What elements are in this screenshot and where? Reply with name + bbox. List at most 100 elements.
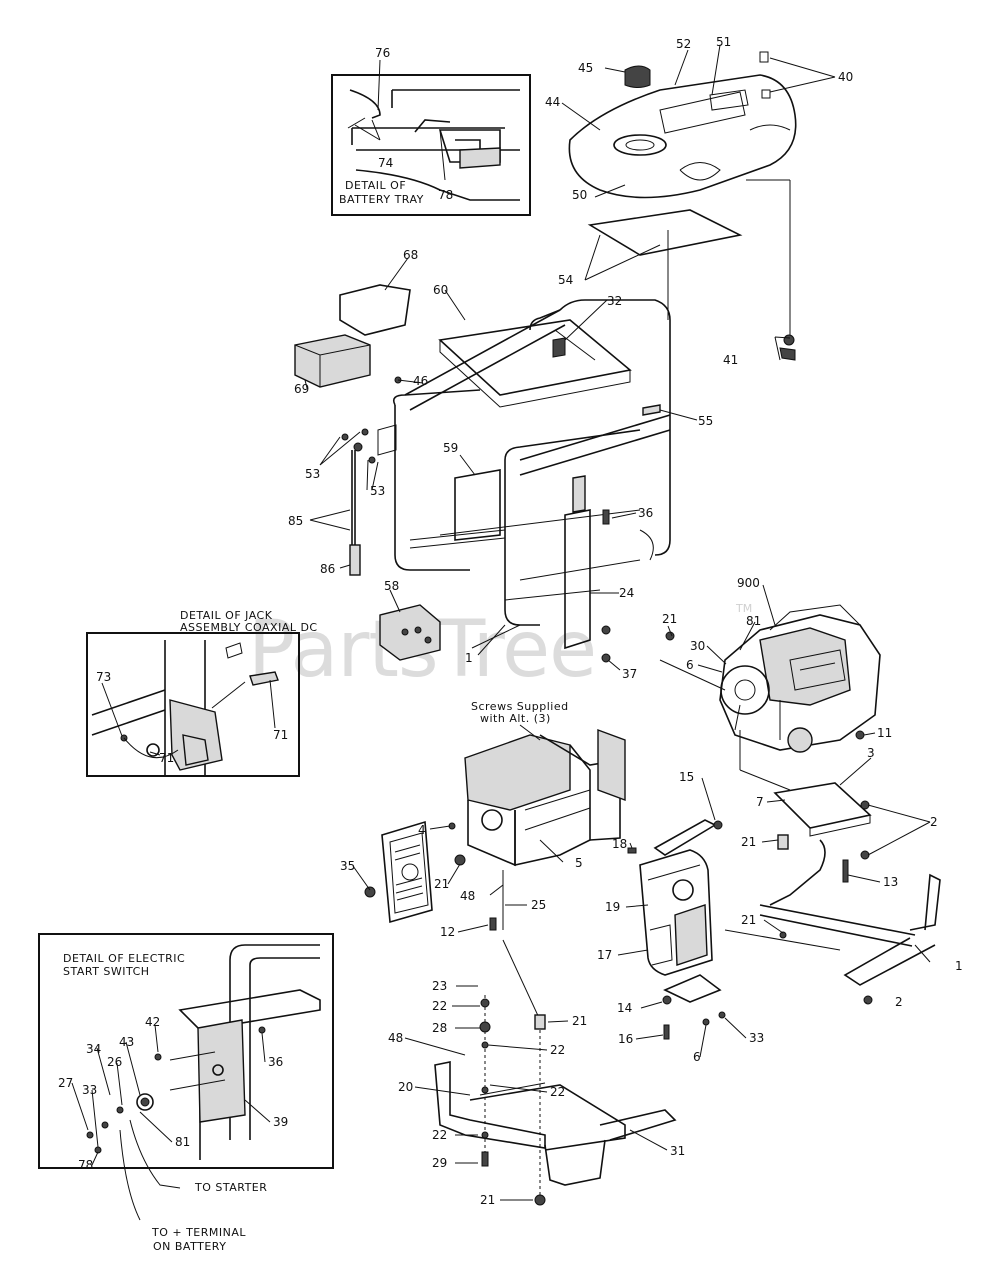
callout-81: 81 xyxy=(175,1135,190,1149)
callout-85: 85 xyxy=(288,514,303,528)
callout-48: 48 xyxy=(460,889,475,903)
callout-44: 44 xyxy=(545,95,560,109)
callout-25: 25 xyxy=(531,898,546,912)
callout-52: 52 xyxy=(676,37,691,51)
tank-pad xyxy=(587,209,743,256)
callout-71: 71 xyxy=(159,751,174,765)
callout-14: 14 xyxy=(617,1001,632,1015)
frame xyxy=(349,299,671,661)
start-switch-caption-1: DETAIL OF ELECTRIC xyxy=(63,952,185,965)
hardware xyxy=(341,334,873,1206)
callout-37: 37 xyxy=(622,667,637,681)
callout-22: 22 xyxy=(550,1043,565,1057)
callout-78: 78 xyxy=(438,188,453,202)
callout-labels: 76 74 78 45 52 51 40 44 50 54 68 60 32 4… xyxy=(58,35,963,1207)
right-frame xyxy=(759,839,916,947)
callout-41: 41 xyxy=(723,353,738,367)
note-to-terminal-2: ON BATTERY xyxy=(153,1240,226,1253)
callout-11: 11 xyxy=(877,726,892,740)
callout-21: 21 xyxy=(741,835,756,849)
callout-58: 58 xyxy=(384,579,399,593)
callout-21: 21 xyxy=(572,1014,587,1028)
callout-20: 20 xyxy=(398,1080,413,1094)
watermark-trademark: TM xyxy=(735,602,752,615)
note-to-terminal-1: TO + TERMINAL xyxy=(151,1226,246,1239)
callout-27: 27 xyxy=(58,1076,73,1090)
jack-caption-1: DETAIL OF JACK xyxy=(180,609,273,622)
callout-2: 2 xyxy=(930,815,938,829)
callout-13: 13 xyxy=(883,875,898,889)
leader-lines xyxy=(71,44,931,1201)
callout-46: 46 xyxy=(413,374,428,388)
start-switch-caption-2: START SWITCH xyxy=(63,965,150,978)
inset-jack-assembly: DETAIL OF JACK ASSEMBLY COAXIAL DC xyxy=(86,609,318,777)
callout-55: 55 xyxy=(698,414,713,428)
muffler-bracket xyxy=(663,974,722,1003)
inset-battery-tray: DETAIL OF BATTERY TRAY xyxy=(331,74,531,216)
callout-5: 5 xyxy=(575,856,583,870)
callout-1: 1 xyxy=(955,959,963,973)
callout-6: 6 xyxy=(693,1050,701,1064)
callout-22: 22 xyxy=(432,999,447,1013)
fuel-tank xyxy=(568,51,797,199)
callout-73: 73 xyxy=(96,670,111,684)
muffler xyxy=(639,849,713,976)
callout-33: 33 xyxy=(749,1031,764,1045)
callout-54: 54 xyxy=(558,273,573,287)
engine xyxy=(719,604,881,753)
callout-26: 26 xyxy=(107,1055,122,1069)
callout-42: 42 xyxy=(145,1015,160,1029)
callout-22: 22 xyxy=(550,1085,565,1099)
callout-18: 18 xyxy=(612,837,627,851)
callout-69: 69 xyxy=(294,382,309,396)
callout-76: 76 xyxy=(375,46,390,60)
callout-6: 6 xyxy=(686,658,694,672)
callout-23: 23 xyxy=(432,979,447,993)
callout-78: 78 xyxy=(78,1158,93,1172)
callout-53: 53 xyxy=(370,484,385,498)
inset-electric-start: DETAIL OF ELECTRIC START SWITCH xyxy=(38,933,334,1221)
callout-21: 21 xyxy=(480,1193,495,1207)
callout-33: 33 xyxy=(82,1083,97,1097)
callout-19: 19 xyxy=(605,900,620,914)
callout-36: 36 xyxy=(638,506,653,520)
callout-35: 35 xyxy=(340,859,355,873)
callout-1: 1 xyxy=(465,651,473,665)
callout-71: 71 xyxy=(273,728,288,742)
callout-48: 48 xyxy=(388,1031,403,1045)
jack-caption-2: ASSEMBLY COAXIAL DC xyxy=(180,621,318,634)
callout-43: 43 xyxy=(119,1035,134,1049)
callout-51: 51 xyxy=(716,35,731,49)
callout-31: 31 xyxy=(670,1144,685,1158)
battery-tray-caption-1: DETAIL OF xyxy=(345,179,406,192)
callout-32: 32 xyxy=(607,294,622,308)
battery-cover xyxy=(339,284,411,336)
callout-12: 12 xyxy=(440,925,455,939)
callout-36: 36 xyxy=(268,1055,283,1069)
callout-50: 50 xyxy=(572,188,587,202)
callout-60: 60 xyxy=(433,283,448,297)
callout-29: 29 xyxy=(432,1156,447,1170)
callout-21: 21 xyxy=(741,913,756,927)
callout-28: 28 xyxy=(432,1021,447,1035)
callout-59: 59 xyxy=(443,441,458,455)
callout-74: 74 xyxy=(378,156,393,170)
callout-40: 40 xyxy=(838,70,853,84)
callout-45: 45 xyxy=(578,61,593,75)
callout-21: 21 xyxy=(434,877,449,891)
callout-81: 81 xyxy=(746,614,761,628)
callout-68: 68 xyxy=(403,248,418,262)
callout-900: 900 xyxy=(737,576,760,590)
note-screws-1: Screws Supplied xyxy=(471,700,569,713)
callout-3: 3 xyxy=(867,746,875,760)
callout-86: 86 xyxy=(320,562,335,576)
note-screws-2: with Alt. (3) xyxy=(480,712,551,725)
end-cover xyxy=(381,820,433,924)
callout-4: 4 xyxy=(418,823,426,837)
alternator xyxy=(464,728,626,867)
exhaust-pipe xyxy=(653,819,717,856)
callout-34: 34 xyxy=(86,1042,101,1056)
callout-17: 17 xyxy=(597,948,612,962)
callout-7: 7 xyxy=(756,795,764,809)
